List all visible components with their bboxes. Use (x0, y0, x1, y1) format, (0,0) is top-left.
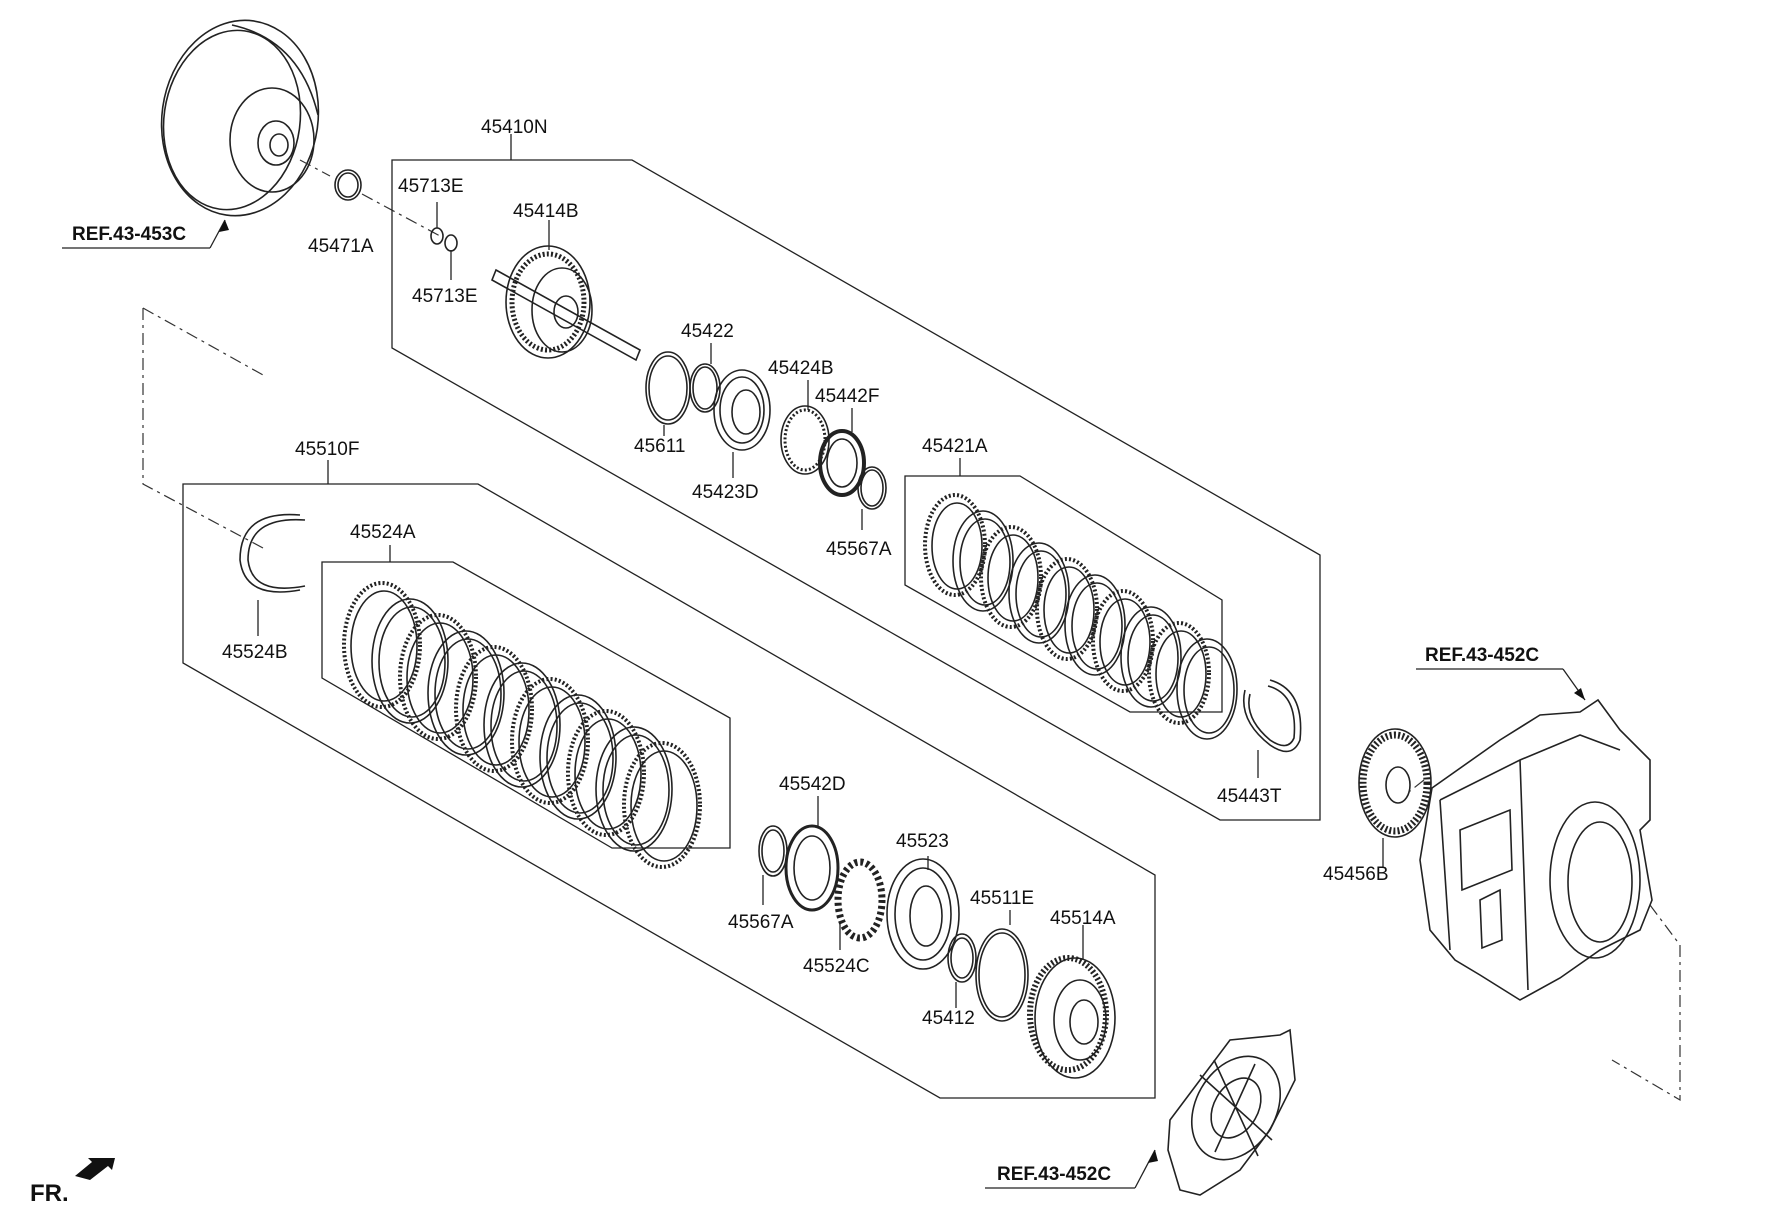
ring-45611[interactable] (645, 351, 691, 425)
clutch-pack-box-45524a (321, 561, 731, 849)
label-45524c[interactable]: 45524C (803, 956, 870, 977)
drum-45514a[interactable] (1027, 955, 1116, 1079)
ref-label-3[interactable]: REF.43-452C (997, 1164, 1111, 1185)
label-45511e[interactable]: 45511E (970, 888, 1034, 909)
label-45471a[interactable]: 45471A (308, 236, 374, 257)
ref-leader-2 (1416, 668, 1586, 701)
ring-45422[interactable] (689, 363, 721, 413)
ring-45412[interactable] (947, 933, 977, 983)
clutch-plates-45421a[interactable] (923, 493, 1238, 740)
label-45611[interactable]: 45611 (634, 436, 685, 457)
label-45443t[interactable]: 45443T (1217, 786, 1282, 807)
label-45422[interactable]: 45422 (681, 321, 734, 342)
transmission-cover[interactable] (1167, 1028, 1298, 1196)
centerline-left (142, 308, 264, 549)
label-45456b[interactable]: 45456B (1323, 864, 1389, 885)
label-45713e-a[interactable]: 45713E (398, 176, 464, 197)
label-45713e-b[interactable]: 45713E (412, 286, 478, 307)
torque-converter[interactable] (149, 10, 331, 226)
thrust-washer-45471a[interactable] (334, 169, 362, 201)
seal-ring-45713e-b[interactable] (444, 234, 458, 252)
gear-45456b[interactable] (1358, 728, 1432, 838)
label-45412[interactable]: 45412 (922, 1008, 975, 1029)
label-45542d[interactable]: 45542D (779, 774, 846, 795)
label-45567a-b[interactable]: 45567A (728, 912, 794, 933)
piston-45442f[interactable] (818, 429, 866, 497)
retainer-45523[interactable] (886, 858, 960, 970)
label-45424b[interactable]: 45424B (768, 358, 834, 379)
centerline-left-top (142, 307, 264, 376)
label-45421a[interactable]: 45421A (922, 436, 988, 457)
label-45567a-a[interactable]: 45567A (826, 539, 892, 560)
snap-ring-45443t[interactable] (1243, 679, 1302, 753)
transmission-case[interactable] (1419, 698, 1653, 1001)
seal-ring-45713e-a[interactable] (430, 227, 444, 245)
snap-ring-45567a-b[interactable] (758, 825, 788, 877)
label-45423d[interactable]: 45423D (692, 482, 759, 503)
centerline-right (1611, 904, 1681, 1102)
bearing-45423d[interactable] (713, 369, 771, 451)
label-45524a[interactable]: 45524A (350, 522, 416, 543)
front-label: FR. (30, 1180, 69, 1207)
ref-leader-3 (985, 1149, 1158, 1189)
ref-label-1[interactable]: REF.43-453C (72, 224, 186, 245)
spring-45524c[interactable] (834, 858, 886, 942)
group-box-45510f (182, 483, 1156, 1099)
front-arrow-icon (75, 1158, 115, 1180)
snap-ring-45524b[interactable] (239, 513, 306, 593)
snap-ring-45567a-a[interactable] (857, 466, 887, 510)
label-45442f[interactable]: 45442F (815, 386, 879, 407)
clutch-pack-box-45421a (904, 475, 1223, 713)
group-box-45410n (391, 159, 1321, 821)
ref-leader-1 (62, 219, 229, 249)
centerline-case (1404, 779, 1425, 796)
label-group-45410n: 45410N (481, 117, 548, 138)
label-45524b[interactable]: 45524B (222, 642, 288, 663)
label-group-45510f: 45510F (295, 439, 359, 460)
piston-45542d[interactable] (784, 824, 840, 912)
centerline-top (299, 159, 441, 237)
input-shaft-hub-45414b[interactable] (490, 245, 642, 362)
label-45514a[interactable]: 45514A (1050, 908, 1116, 929)
label-45523[interactable]: 45523 (896, 831, 949, 852)
label-45414b[interactable]: 45414B (513, 201, 579, 222)
clutch-plates-45524a[interactable] (342, 581, 702, 869)
ring-45511e[interactable] (975, 928, 1029, 1022)
ref-label-2[interactable]: REF.43-452C (1425, 645, 1539, 666)
